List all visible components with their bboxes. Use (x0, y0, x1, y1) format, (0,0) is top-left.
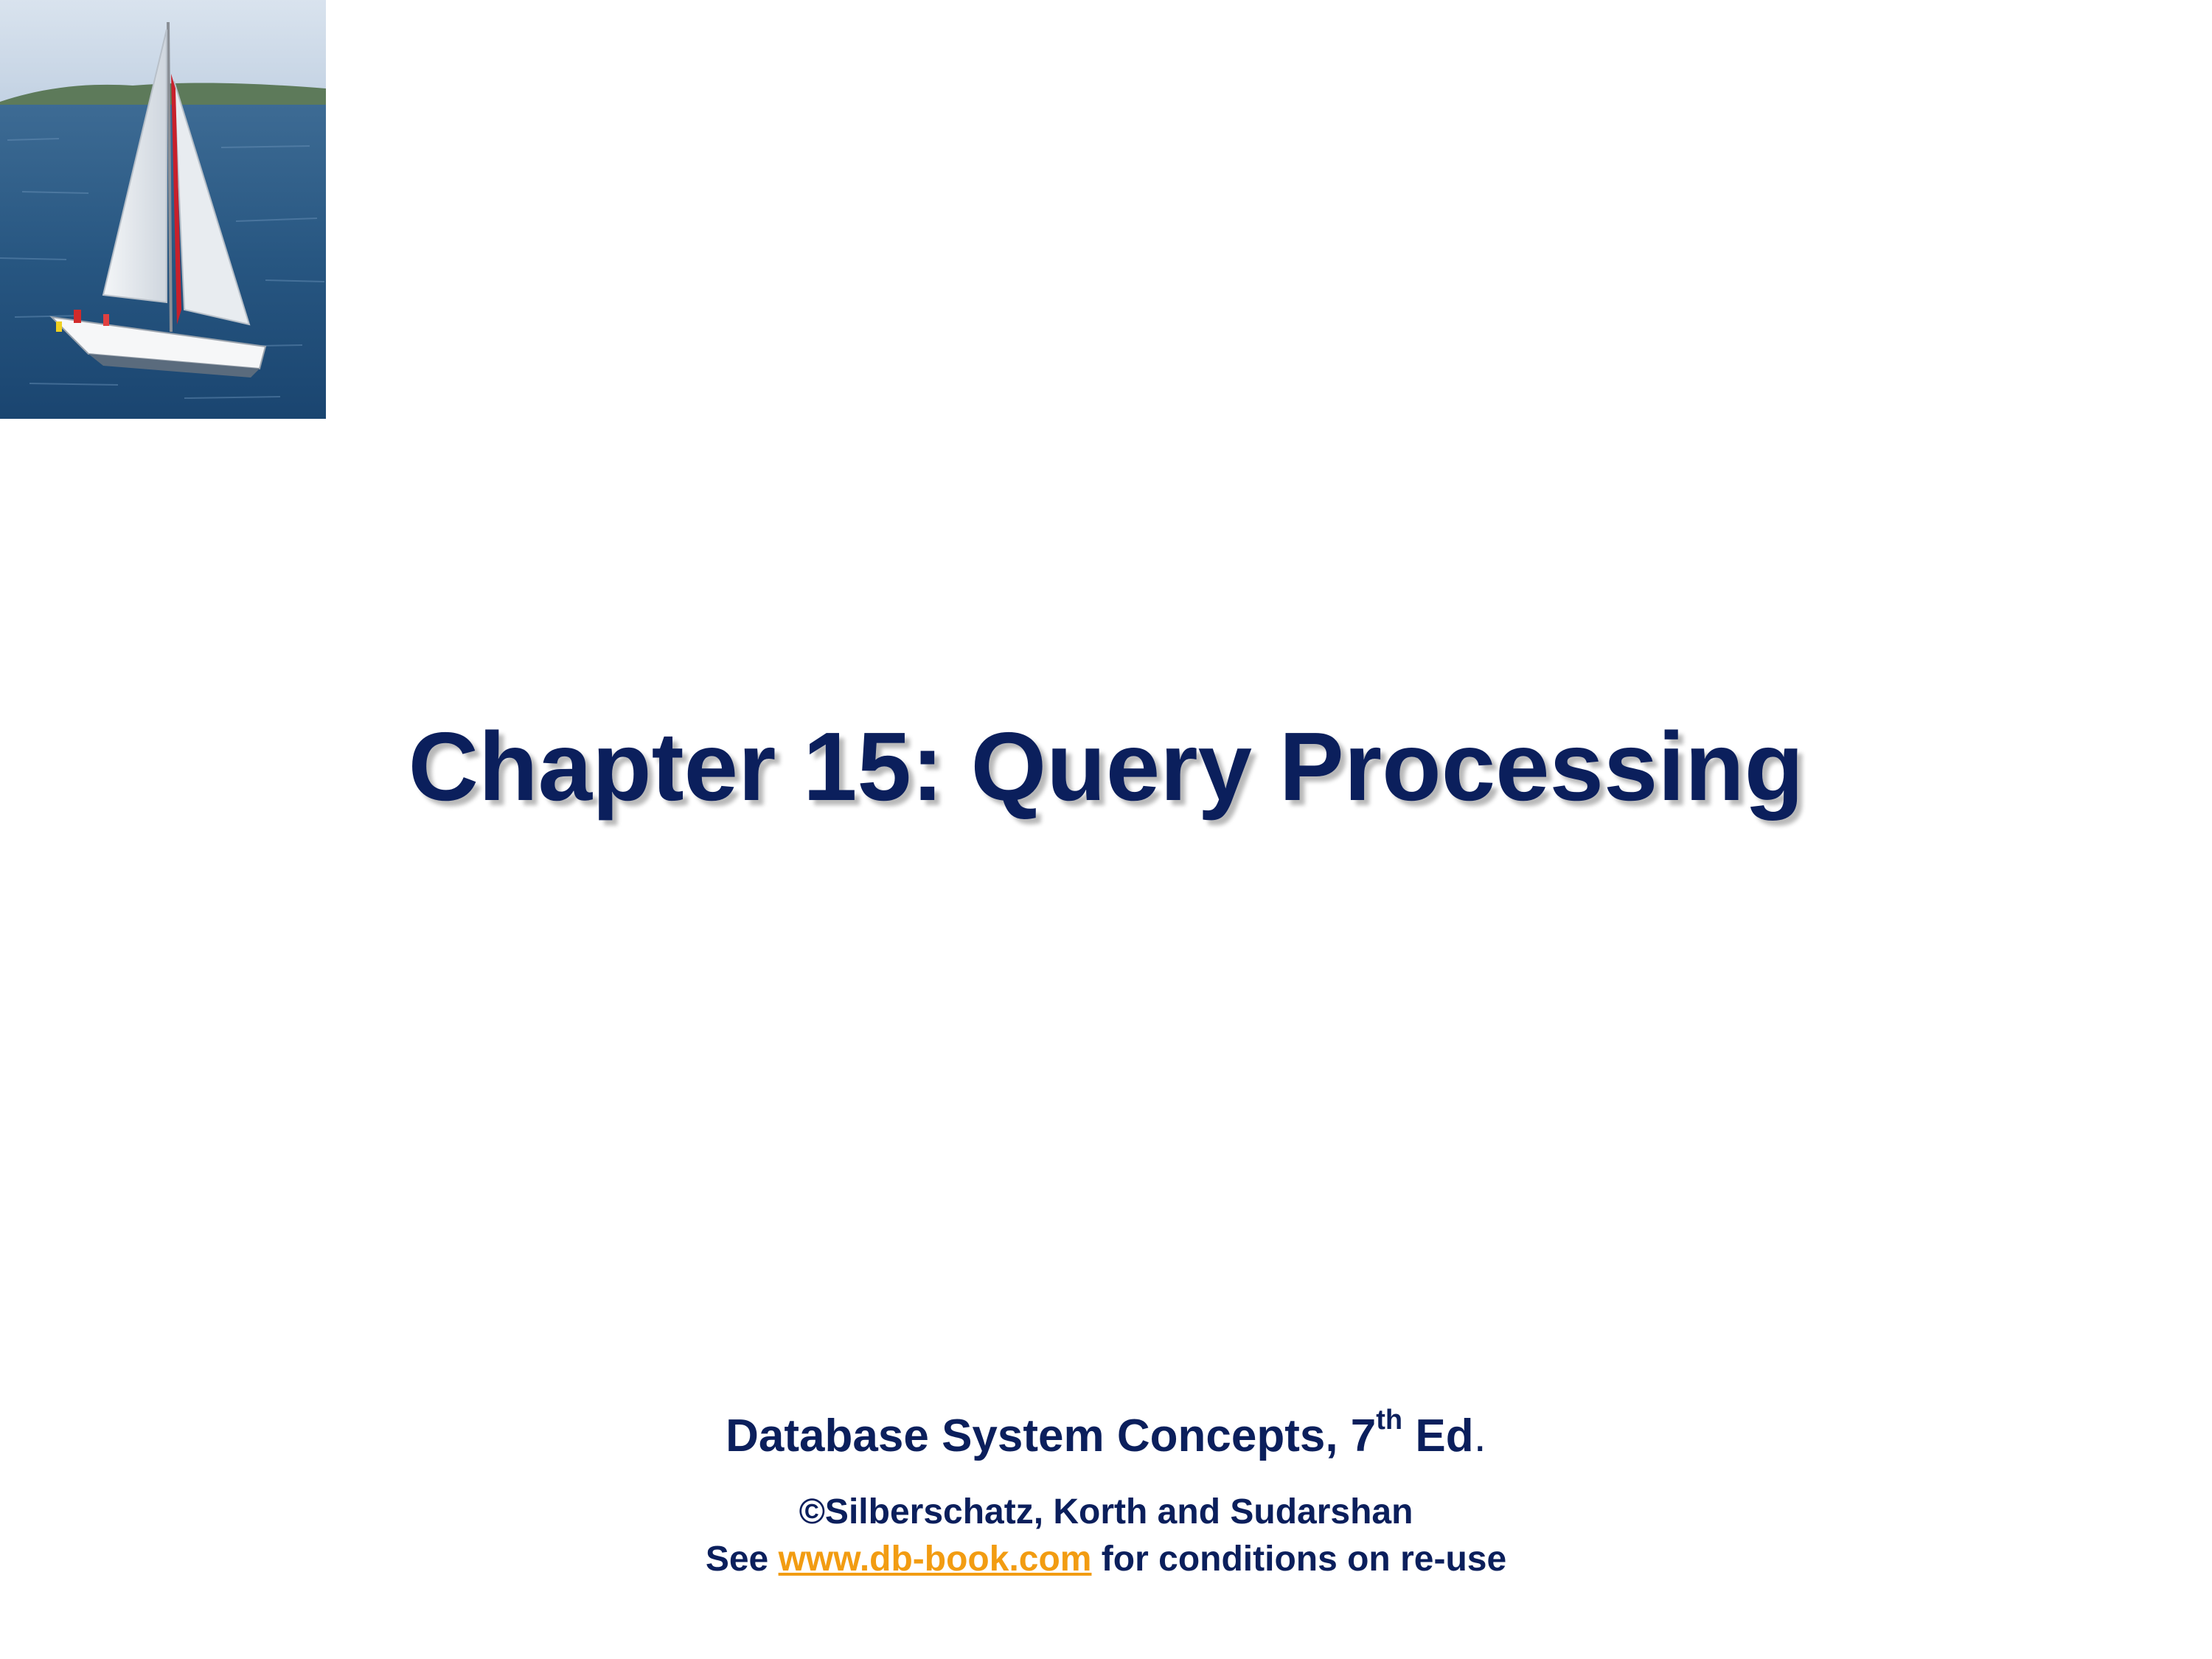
sailboat-icon (0, 0, 326, 419)
reuse-prefix: See (705, 1540, 779, 1579)
copyright-notice: ©Silberschatz, Korth and Sudarshan (799, 1492, 1413, 1531)
reuse-suffix: for conditions on re-use (1091, 1540, 1507, 1579)
book-edition: Database System Concepts, 7th Ed. (0, 1405, 2212, 1466)
book-title: Database System Concepts, 7 (726, 1411, 1377, 1461)
slide-title: Chapter 15: Query Processing (408, 712, 1804, 821)
reuse-notice: See www.db-book.com for conditions on re… (0, 1537, 2212, 1582)
db-book-link[interactable]: www.db-book.com (778, 1540, 1092, 1579)
sailboat-photo (0, 0, 326, 419)
edition-period: . (1473, 1411, 1486, 1461)
edition-ed: Ed (1402, 1411, 1474, 1461)
edition-ordinal-suffix: th (1376, 1405, 1403, 1436)
